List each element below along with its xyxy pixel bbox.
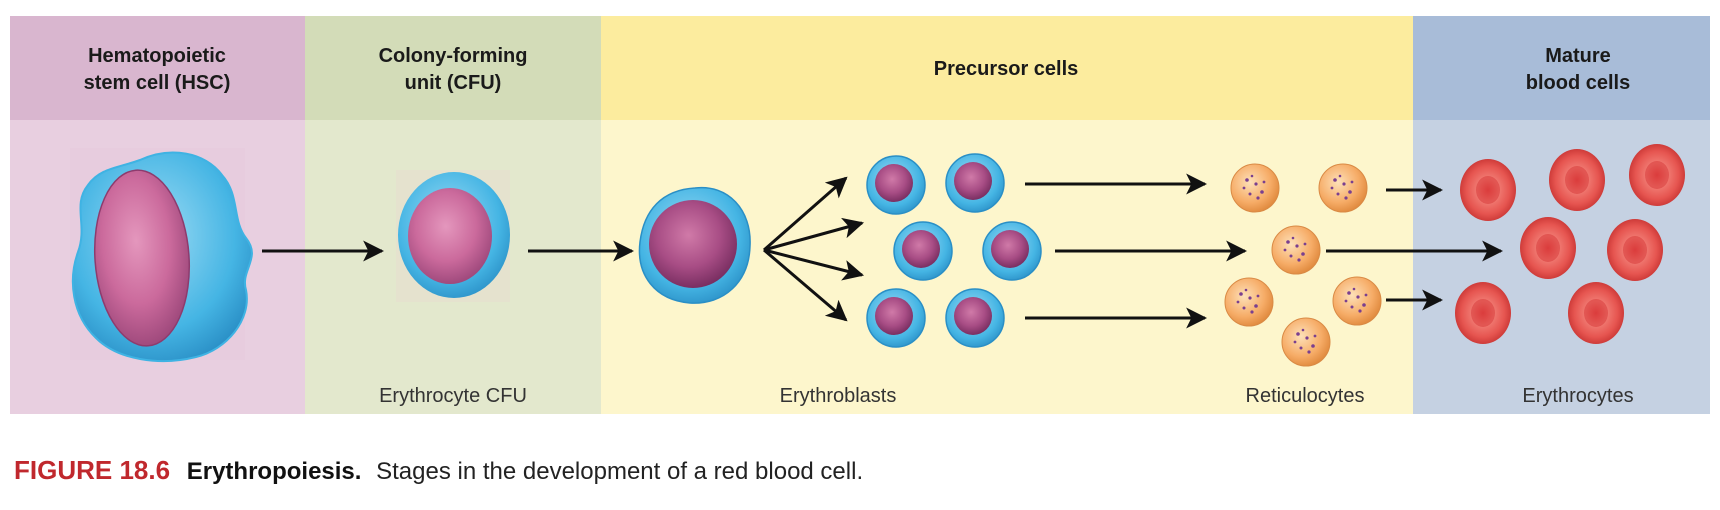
reticulocyte-cell <box>1318 163 1368 213</box>
figure-number: FIGURE 18.6 <box>14 455 171 485</box>
reticulocyte-group <box>1224 163 1382 367</box>
erythropoiesis-diagram: Hematopoietic stem cell (HSC) Colony-for… <box>10 16 1710 414</box>
header-mature-line2: blood cells <box>1526 72 1630 94</box>
label-erythrocytes: Erythrocytes <box>1522 385 1633 407</box>
header-mature-line1: Mature <box>1545 45 1611 67</box>
figure-description: Stages in the development of a red blood… <box>376 458 864 485</box>
erythrocyte-cell <box>1568 282 1624 344</box>
erythrocyte-cell <box>1629 144 1685 206</box>
erythrocyte-group <box>1455 144 1685 344</box>
header-precursor: Precursor cells <box>934 58 1079 80</box>
label-erythrocyte-cfu: Erythrocyte CFU <box>379 385 527 407</box>
erythrocyte-cell <box>1607 219 1663 281</box>
header-hsc-line2: stem cell (HSC) <box>84 72 231 94</box>
erythroblast-cell <box>945 288 1005 348</box>
arrows-to-erythrocytes <box>1326 179 1504 311</box>
reticulocyte-cell <box>1224 277 1274 327</box>
erythroblast-cell <box>866 155 926 215</box>
figure-title: Erythropoiesis. <box>186 458 362 485</box>
fan-arrows <box>763 176 865 322</box>
erythroblast-cell <box>982 221 1042 281</box>
reticulocyte-cell <box>1281 317 1331 367</box>
header-hsc-line1: Hematopoietic <box>88 45 226 67</box>
erythrocyte-cell <box>1455 282 1511 344</box>
label-reticulocytes: Reticulocytes <box>1246 385 1365 407</box>
erythroblast-group <box>866 153 1042 348</box>
erythrocyte-cell <box>1549 149 1605 211</box>
proerythroblast-cell <box>638 186 751 304</box>
arrows-to-reticulocytes <box>1025 173 1248 329</box>
header-cfu-line2: unit (CFU) <box>405 72 502 94</box>
erythrocyte-cell <box>1460 159 1516 221</box>
hsc-cell <box>70 148 253 362</box>
erythroblast-cell <box>893 221 953 281</box>
erythroblast-cell <box>866 288 926 348</box>
column-cfu <box>305 16 601 414</box>
cfu-cell <box>396 170 510 302</box>
label-erythroblasts: Erythroblasts <box>780 385 897 407</box>
reticulocyte-cell <box>1230 163 1280 213</box>
figure-caption: FIGURE 18.6 Erythropoiesis. Stages in th… <box>14 455 863 486</box>
reticulocyte-cell <box>1332 276 1382 326</box>
erythroblast-cell <box>945 153 1005 213</box>
header-cfu-line1: Colony-forming <box>379 45 528 67</box>
reticulocyte-cell <box>1271 225 1321 275</box>
erythrocyte-cell <box>1520 217 1576 279</box>
